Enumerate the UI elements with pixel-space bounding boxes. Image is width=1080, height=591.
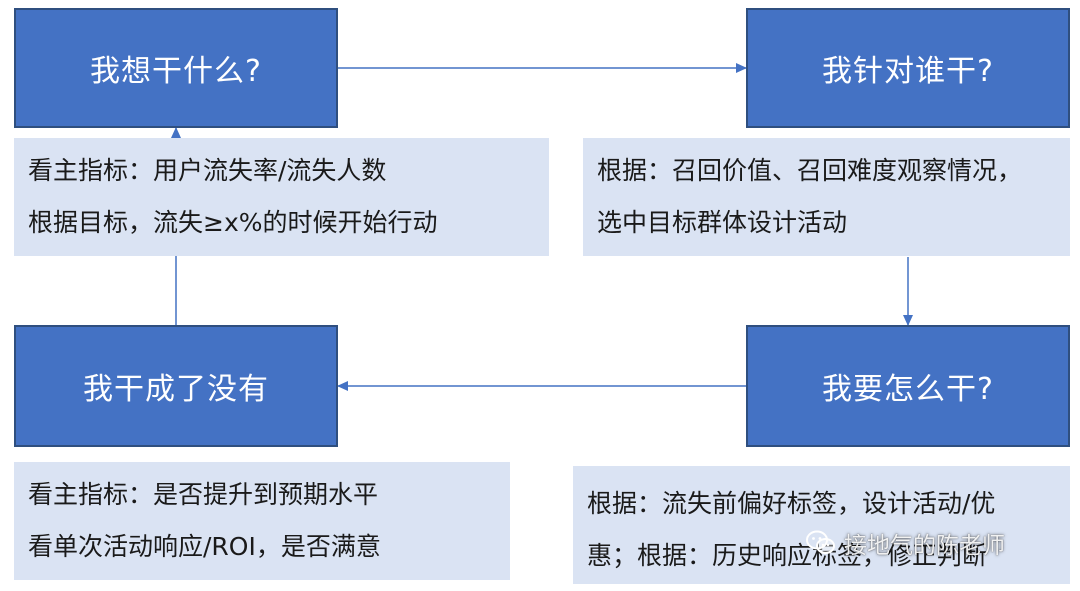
- watermark: 接地气的陈老师: [806, 526, 1005, 560]
- note-what: 看主指标：用户流失率/流失人数 根据目标，流失≥x%的时候开始行动: [14, 138, 549, 256]
- wechat-icon: [806, 530, 836, 556]
- note-who-line-2: 选中目标群体设计活动: [597, 208, 848, 237]
- step-who-box: 我针对谁干?: [746, 8, 1070, 128]
- step-what-box: 我想干什么?: [14, 8, 338, 128]
- note-how-line-1: 根据：流失前偏好标签，设计活动/优: [587, 489, 996, 518]
- note-who: 根据：召回价值、召回难度观察情况， 选中目标群体设计活动: [583, 138, 1070, 256]
- note-how-line-2: 惠；根据：历史响应标签，修正判断: [587, 541, 988, 570]
- note-done: 看主指标：是否提升到预期水平 看单次活动响应/ROI，是否满意: [14, 462, 510, 580]
- note-how: 根据：流失前偏好标签，设计活动/优 惠；根据：历史响应标签，修正判断: [573, 466, 1070, 584]
- step-how-box: 我要怎么干?: [746, 325, 1070, 447]
- step-done-box: 我干成了没有: [14, 325, 338, 447]
- note-what-line-1: 看主指标：用户流失率/流失人数: [28, 156, 387, 185]
- watermark-text: 接地气的陈老师: [844, 533, 1005, 559]
- note-done-line-2: 看单次活动响应/ROI，是否满意: [28, 532, 381, 561]
- note-what-line-2: 根据目标，流失≥x%的时候开始行动: [28, 208, 438, 237]
- note-done-line-1: 看主指标：是否提升到预期水平: [28, 480, 379, 509]
- note-who-line-1: 根据：召回价值、召回难度观察情况，: [597, 156, 1023, 185]
